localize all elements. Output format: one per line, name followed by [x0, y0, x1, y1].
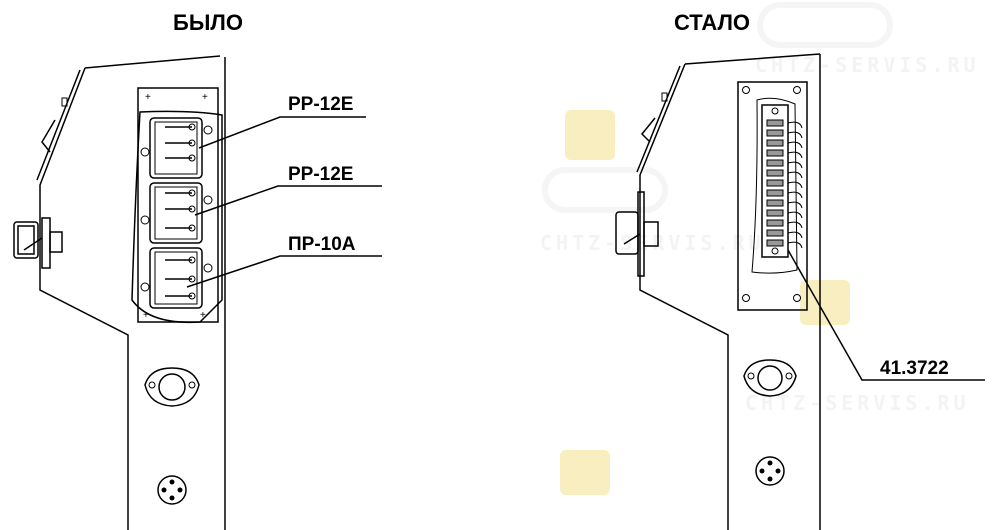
connector-wire: [787, 211, 803, 219]
label-connector: 41.3722: [880, 358, 949, 379]
connector-pin: [766, 139, 784, 147]
watermark-text: CHTZ-SERVIS.RU: [755, 53, 980, 77]
connector-pin: [766, 129, 784, 137]
svg-text:+: +: [143, 310, 149, 321]
connector-pin: [766, 229, 784, 237]
latch-icon: [13, 217, 63, 269]
connector-pin: [766, 239, 784, 247]
flange-icon: [743, 359, 797, 397]
connector-wire: [787, 191, 803, 199]
connector-pin: [766, 219, 784, 227]
connector-wire: [787, 241, 803, 249]
connector-pin: [766, 119, 784, 127]
flange-icon: [144, 367, 200, 407]
connector-pin: [766, 189, 784, 197]
title-before: БЫЛО: [173, 10, 243, 35]
connector-pin: [766, 169, 784, 177]
label-fuse: ПР-10А: [288, 234, 356, 255]
latch-icon: [615, 191, 659, 277]
svg-text:+: +: [200, 310, 206, 321]
watermark-text: CHTZ-SERVIS.RU: [540, 231, 765, 255]
svg-text:+: +: [202, 92, 208, 103]
connector-wire: [787, 121, 803, 129]
fuse-block: [140, 247, 213, 309]
connector-pin: [766, 199, 784, 207]
round-connector-icon: [157, 475, 187, 505]
connector-wire: [787, 161, 803, 169]
connector-wire: [787, 141, 803, 149]
connector-wire: [787, 201, 803, 209]
watermark: CHTZ-SERVIS.RU CHTZ-SERVIS.RU CHTZ-SERVI…: [540, 2, 980, 495]
panel-before: + + + + РР-12Е РР-12: [13, 55, 382, 530]
title-after: СТАЛО: [674, 10, 750, 35]
connector-wire: [787, 171, 803, 179]
connector-wire: [787, 221, 803, 229]
connector-wire: [787, 151, 803, 159]
panel-after: 41.3722: [615, 53, 985, 530]
label-relay-1: РР-12Е: [288, 94, 353, 115]
connector-wire: [787, 131, 803, 139]
watermark-text: CHTZ-SERVIS.RU: [745, 391, 970, 415]
bulldozer-watermark-icon: [542, 2, 893, 495]
round-connector-icon: [755, 456, 785, 486]
label-relay-2: РР-12Е: [288, 164, 353, 185]
connector-block-icon: [761, 104, 803, 258]
connector-wire: [787, 231, 803, 239]
relay-block: [140, 117, 213, 179]
connector-pin: [766, 149, 784, 157]
connector-pin: [766, 179, 784, 187]
connector-pin: [766, 209, 784, 217]
connector-wire: [787, 181, 803, 189]
svg-text:+: +: [145, 92, 151, 103]
connector-pin: [766, 159, 784, 167]
